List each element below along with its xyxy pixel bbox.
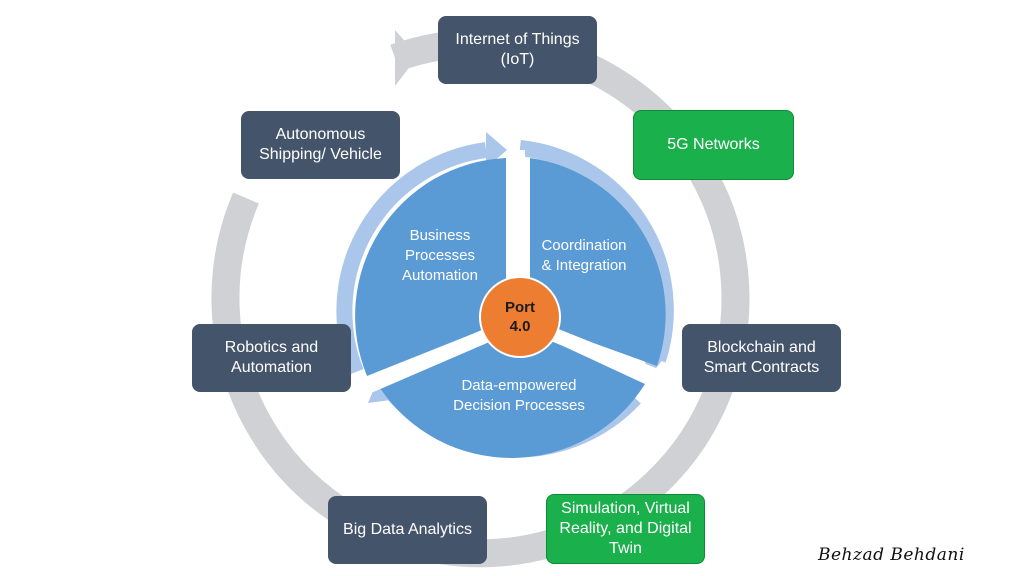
item-5g-networks: 5G Networks (633, 110, 794, 180)
author-signature: Behzad Behdani (818, 545, 965, 565)
item-big-data: Big Data Analytics (328, 496, 487, 564)
sector-business-processes (355, 158, 520, 376)
sector-label-coordination: Coordination & Integration (541, 237, 627, 274)
inner-arrow-top-left (486, 132, 507, 168)
outer-cycle-ring (211, 29, 750, 568)
item-blockchain: Blockchain and Smart Contracts (682, 324, 841, 392)
item-autonomous-shipping: Autonomous Shipping/ Vehicle (241, 111, 400, 179)
outer-cycle-arrowhead (395, 30, 418, 86)
sector-label-decision: Data-empowered Decision Processes (453, 377, 585, 414)
item-simulation: Simulation, Virtual Reality, and Digital… (546, 494, 705, 564)
hub-label: Port 4.0 (505, 299, 535, 335)
item-iot: Internet of Things (IoT) (438, 16, 597, 84)
sector-label-business-processes: Business Processes Automation (402, 227, 478, 284)
hub-circle (479, 276, 561, 358)
item-robotics: Robotics and Automation (192, 324, 351, 392)
